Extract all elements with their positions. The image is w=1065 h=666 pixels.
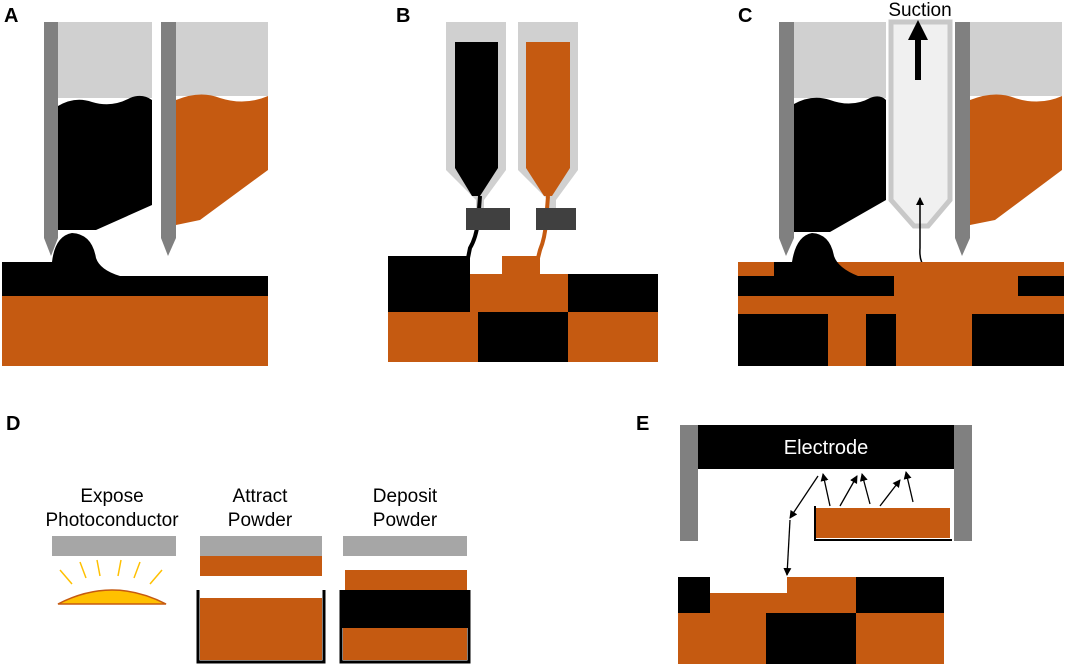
step-expose-line2: Photoconductor: [45, 510, 179, 531]
left-nozzle-wall: [779, 22, 794, 256]
panel-d: D Expose Photoconductor Attract Powder D…: [6, 413, 471, 664]
black-ink: [58, 95, 152, 231]
build-container: [339, 590, 471, 664]
right-capillary-ink: [526, 42, 570, 196]
right-deflector: [536, 208, 576, 230]
panel-d-letter: D: [6, 413, 20, 435]
substrate-block: [1018, 276, 1064, 296]
step-attract-line2: Powder: [228, 510, 293, 531]
substrate-block: [738, 314, 828, 366]
powder-bed: [200, 598, 322, 660]
step-attract-line1: Attract: [233, 486, 289, 507]
tray-outline: [814, 506, 952, 541]
panel-a-letter: A: [4, 5, 18, 27]
panel-e: E Electrode: [636, 413, 972, 664]
panel-c: C Suction: [738, 0, 1064, 366]
suction-arrow-head: [908, 20, 928, 40]
light-rays: [59, 559, 163, 585]
deposited-powder: [345, 570, 467, 590]
substrate-block: [856, 577, 944, 613]
substrate-block: [470, 274, 568, 312]
powder-tray: [816, 508, 950, 538]
orange-layer: [343, 628, 467, 660]
orange-substrate: [2, 296, 268, 366]
right-electrode-wall: [954, 425, 972, 541]
substrate-block: [766, 613, 856, 664]
panel-c-letter: C: [738, 5, 752, 27]
panel-b-letter: B: [396, 5, 410, 27]
substrate-block: [866, 314, 896, 366]
suction-label: Suction: [888, 0, 951, 21]
right-nozzle-wall: [955, 22, 970, 256]
substrate-block: [388, 312, 478, 362]
substrate-block: [502, 256, 540, 274]
black-droplet: [52, 233, 120, 276]
panel-a: A: [2, 5, 268, 366]
left-capillary-ink: [455, 42, 498, 196]
light-source: [57, 589, 167, 605]
orange-ink: [970, 94, 1062, 225]
substrate-block: [678, 613, 766, 664]
black-layer: [341, 590, 469, 628]
particle-arrows: [783, 471, 914, 576]
step-expose-line1: Expose: [80, 486, 143, 507]
attracted-powder: [200, 556, 322, 576]
orange-ink: [176, 94, 268, 225]
right-reservoir: [970, 22, 1062, 96]
substrate-block: [787, 577, 856, 613]
step-deposit-line1: Deposit: [373, 486, 438, 507]
substrate-block: [568, 274, 658, 312]
substrate-block: [710, 593, 787, 613]
left-deflector: [466, 208, 510, 230]
substrate-block: [678, 577, 710, 613]
electrode-label: Electrode: [784, 437, 869, 459]
black-layer: [2, 276, 268, 296]
substrate-block: [856, 613, 944, 664]
right-nozzle-wall: [161, 22, 176, 256]
suction-tube: [888, 19, 953, 229]
right-reservoir: [176, 22, 268, 96]
powder-container: [196, 590, 326, 664]
left-nozzle-wall: [44, 22, 58, 256]
black-droplet: [792, 233, 858, 276]
electrode: [698, 425, 954, 469]
substrate-block: [478, 312, 568, 362]
substrate-block: [972, 314, 1064, 366]
panel-e-letter: E: [636, 413, 649, 435]
photoconductor: [343, 536, 467, 556]
black-ink: [794, 96, 886, 233]
left-reservoir: [58, 22, 152, 98]
photoconductor: [200, 536, 322, 556]
left-reservoir: [794, 22, 886, 98]
photoconductor: [52, 536, 176, 556]
substrate-block: [738, 276, 894, 296]
substrate-block: [388, 256, 470, 312]
substrate-block: [568, 312, 658, 362]
left-electrode-wall: [680, 425, 698, 541]
step-deposit-line2: Powder: [373, 510, 438, 531]
panel-b: B: [388, 5, 658, 362]
